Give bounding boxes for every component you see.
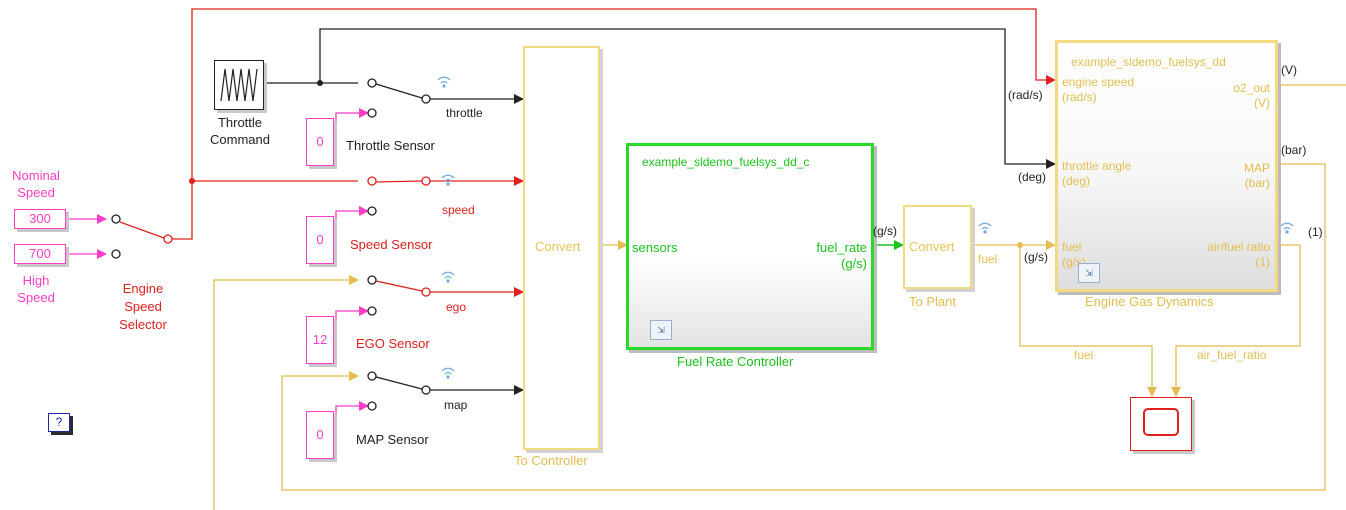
throttle-angle-port-label: throttle angle bbox=[1062, 159, 1132, 173]
constant-value: 0 bbox=[316, 134, 324, 149]
engine-gas-dynamics-label: Engine Gas Dynamics bbox=[1085, 294, 1214, 309]
map-sensor-constant[interactable]: 0 bbox=[306, 411, 334, 459]
fuel-signal-label: fuel bbox=[978, 252, 998, 266]
to-plant-label: To Plant bbox=[909, 294, 956, 309]
signal-logging-icon bbox=[1280, 222, 1294, 234]
nominal-speed-constant[interactable]: 300 bbox=[14, 209, 66, 229]
throttle-switch[interactable] bbox=[367, 78, 431, 118]
throttle-command-label: Throttle Command bbox=[210, 115, 270, 147]
speed-signal-label: speed bbox=[442, 203, 475, 217]
constant-value: 0 bbox=[316, 427, 324, 442]
o2-out-port-label: o2_out bbox=[1233, 81, 1270, 95]
speed-sensor-label: Speed Sensor bbox=[350, 237, 433, 252]
air-fuel-ratio-port-unit: (1) bbox=[1255, 255, 1270, 269]
map-port-label: MAP bbox=[1243, 161, 1270, 175]
to-controller-block[interactable]: Convert bbox=[523, 46, 600, 450]
map-signal-label: map bbox=[444, 398, 468, 412]
high-speed-label: High Speed bbox=[17, 273, 55, 305]
map-port-unit: (bar) bbox=[1244, 176, 1270, 190]
scope-screen-icon bbox=[1143, 408, 1179, 436]
model-reference-icon[interactable]: ⇲ bbox=[650, 320, 672, 340]
engine-speed-selector-label: Engine Speed Selector bbox=[119, 281, 167, 332]
sensors-port-label: sensors bbox=[632, 240, 678, 255]
ego-sensor-label: EGO Sensor bbox=[356, 336, 430, 351]
air-fuel-ratio-signal-label: air_fuel_ratio bbox=[1197, 348, 1267, 362]
throttle-sensor-constant[interactable]: 0 bbox=[306, 118, 334, 166]
bar-unit-label: (bar) bbox=[1281, 143, 1307, 157]
junction-dot bbox=[317, 80, 323, 86]
deg-unit-label: (deg) bbox=[1018, 170, 1047, 184]
map-switch[interactable] bbox=[367, 371, 431, 411]
fuel-rate-port-label: fuel_rate bbox=[816, 240, 867, 255]
plant-signals bbox=[213, 84, 1346, 510]
to-controller-label: To Controller bbox=[514, 453, 588, 468]
model-reference-icon[interactable]: ⇲ bbox=[1078, 263, 1100, 283]
fuel-rate-controller-label: Fuel Rate Controller bbox=[677, 354, 794, 369]
fuel-rate-port-unit: (g/s) bbox=[841, 256, 867, 271]
fuel-scope-signal-label: fuel bbox=[1074, 348, 1094, 362]
rad-s-unit-label: (rad/s) bbox=[1008, 88, 1043, 102]
fuel-rate-controller-block[interactable]: example_sldemo_fuelsys_dd_c sensors fuel… bbox=[626, 143, 874, 350]
waveform-icon bbox=[220, 68, 258, 102]
throttle-command-block[interactable] bbox=[214, 60, 264, 110]
engine-speed-selector-switch[interactable] bbox=[111, 214, 173, 259]
g-s-unit-label: (g/s) bbox=[1024, 250, 1048, 264]
signal-logging-icon bbox=[978, 222, 992, 234]
help-button[interactable]: ? bbox=[48, 413, 70, 432]
speed-switch[interactable] bbox=[367, 176, 431, 216]
one-unit-label: (1) bbox=[1308, 225, 1323, 239]
ego-sensor-constant[interactable]: 12 bbox=[306, 316, 334, 364]
high-speed-constant[interactable]: 700 bbox=[14, 244, 66, 264]
map-sensor-label: MAP Sensor bbox=[356, 432, 429, 447]
fuel-port-label: fuel bbox=[1062, 240, 1082, 254]
engine-gas-dynamics-block[interactable]: example_sldemo_fuelsys_dd engine speed (… bbox=[1055, 40, 1278, 292]
g-s-unit-label: (g/s) bbox=[873, 224, 897, 238]
engine-speed-port-label: engine speed bbox=[1062, 75, 1135, 89]
o2-out-port-unit: (V) bbox=[1254, 96, 1270, 110]
convert-label: Convert bbox=[535, 239, 581, 254]
signal-logging-icon bbox=[441, 271, 455, 283]
constant-value: 0 bbox=[316, 232, 324, 247]
throttle-sensor-label: Throttle Sensor bbox=[346, 138, 435, 153]
ego-switch[interactable] bbox=[367, 275, 431, 316]
nominal-speed-label: Nominal Speed bbox=[12, 168, 60, 200]
air-fuel-ratio-port-label: air/fuel ratio bbox=[1207, 240, 1270, 254]
to-plant-block[interactable]: Convert bbox=[903, 205, 972, 289]
junction-dot bbox=[189, 178, 195, 184]
throttle-angle-port-unit: (deg) bbox=[1062, 174, 1091, 188]
signal-logging-icon bbox=[441, 367, 455, 379]
scope-block[interactable] bbox=[1130, 397, 1192, 451]
v-unit-label: (V) bbox=[1281, 63, 1297, 77]
speed-sensor-constant[interactable]: 0 bbox=[306, 216, 334, 264]
junction-dot bbox=[1017, 242, 1023, 248]
convert-label: Convert bbox=[909, 239, 955, 254]
ego-signal-label: ego bbox=[446, 300, 467, 314]
engine-speed-port-unit: (rad/s) bbox=[1062, 90, 1097, 104]
signal-logging-icon bbox=[441, 174, 455, 186]
throttle-signal-label: throttle bbox=[446, 106, 483, 120]
signal-logging-icon bbox=[437, 76, 451, 88]
model-reference-name: example_sldemo_fuelsys_dd_c bbox=[642, 155, 810, 169]
constant-signals bbox=[66, 108, 369, 420]
constant-value: 12 bbox=[312, 332, 328, 347]
throttle-signal bbox=[264, 28, 1056, 395]
model-reference-name: example_sldemo_fuelsys_dd bbox=[1071, 55, 1226, 69]
